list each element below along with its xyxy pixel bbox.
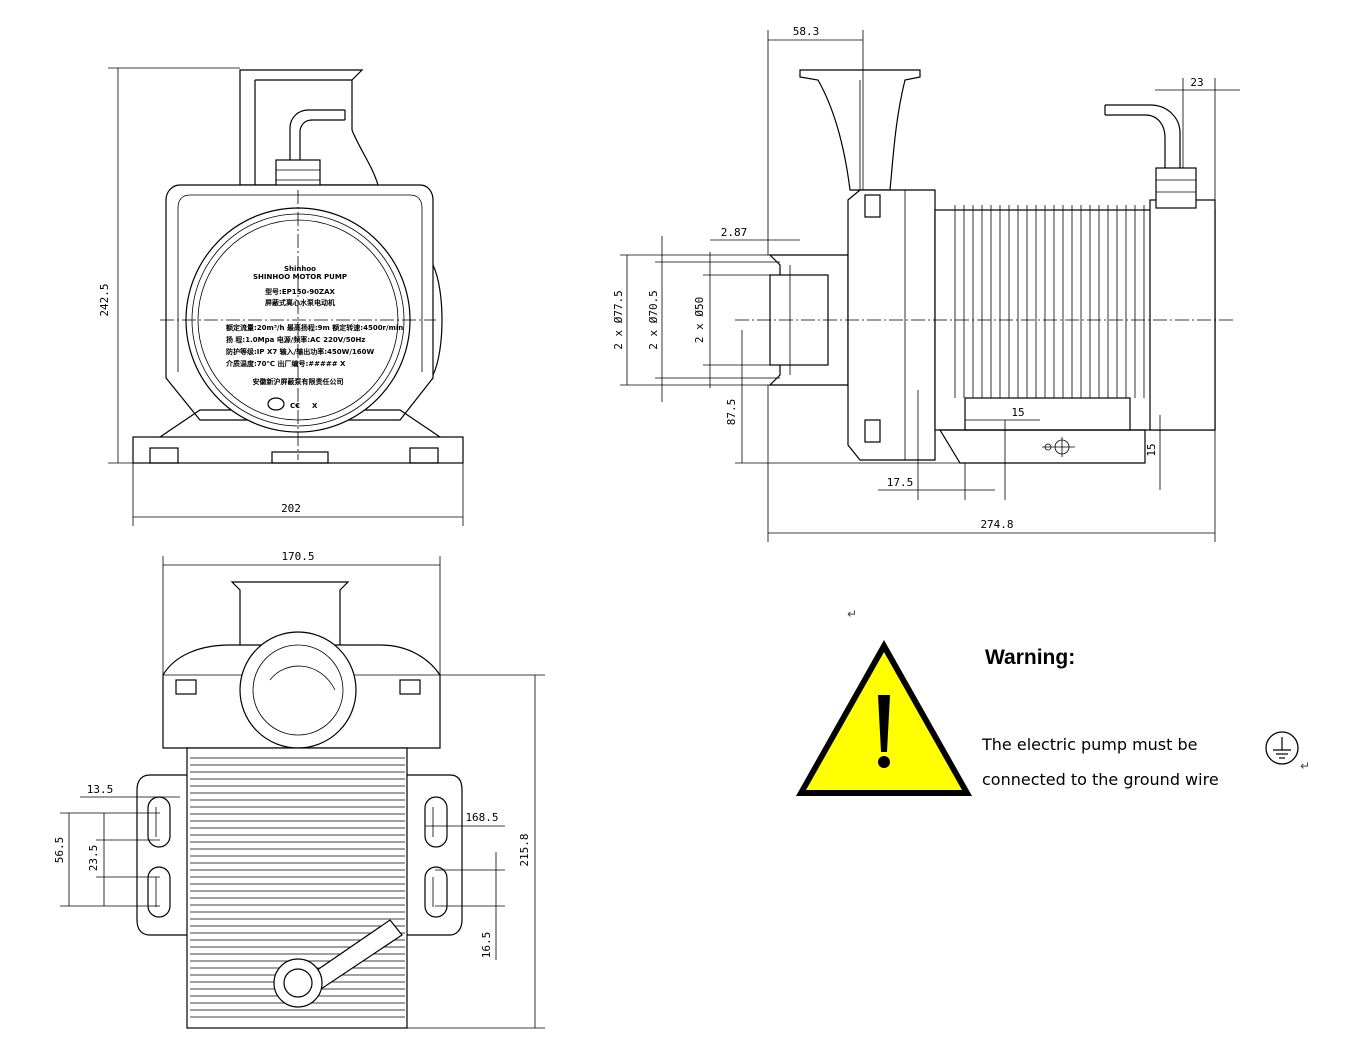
- dim-flange-lip: 2.87: [721, 226, 748, 239]
- dim-foot-gap: 15: [1011, 406, 1024, 419]
- nameplate-maker: 安徽新沪屏蔽泵有限责任公司: [253, 377, 344, 386]
- dim-slot-spacing: 56.5: [53, 837, 66, 864]
- warning-title: Warning:: [985, 646, 1076, 669]
- warning-text: The electric pump must be connected to t…: [982, 727, 1262, 797]
- nameplate-model: 型号:EP150-90ZAX: [265, 287, 335, 296]
- svg-text:↵: ↵: [1300, 759, 1310, 773]
- dim-height: 215.8: [518, 833, 531, 866]
- dim-right-offset: 23: [1190, 76, 1203, 89]
- ground-terminal-icon: [1042, 437, 1075, 457]
- dim-height: 242.5: [98, 283, 111, 316]
- dim-bottom-slot: 16.5: [480, 932, 493, 959]
- dim-axis-height: 87.5: [725, 399, 738, 426]
- dim-d1: 2 x Ø77.5: [612, 290, 625, 350]
- dim-foot-height: 15: [1145, 443, 1158, 456]
- dim-d2: 2 x Ø70.5: [647, 290, 660, 350]
- svg-text:C€: C€: [290, 402, 300, 410]
- dim-slot-length: 23.5: [87, 845, 100, 872]
- dim-foot-offset: 17.5: [887, 476, 914, 489]
- brand-logo: Shinhoo: [284, 265, 316, 273]
- ground-symbol-icon: [1265, 731, 1299, 765]
- dim-width: 170.5: [281, 550, 314, 563]
- bottom-view: 170.5 215.8 13.5 168.5 56.5 23.5 16.5: [53, 550, 545, 1029]
- svg-text:↵: ↵: [847, 607, 857, 621]
- nameplate-row: 防护等级:IP X7 输入/输出功率:450W/160W: [226, 347, 375, 356]
- dim-left-slot: 13.5: [87, 783, 114, 796]
- nameplate-row: 扬 程:1.0Mpa 电源/频率:AC 220V/50Hz: [226, 335, 365, 344]
- nameplate-type: 屏蔽式离心水泵电动机: [264, 298, 335, 307]
- nameplate-row: 介质温度:70℃ 出厂编号:##### X: [225, 359, 346, 368]
- side-view: 58.3 23 2.87 2 x Ø77.5 2 x Ø70.5 2 x Ø50…: [612, 25, 1240, 542]
- certification-marks-icon: C€ X: [267, 397, 318, 411]
- nameplate-row: 额定流量:20m³/h 最高扬程:9m 额定转速:4500r/min: [225, 323, 403, 332]
- dim-d3: 2 x Ø50: [693, 297, 706, 343]
- dim-total-length: 274.8: [980, 518, 1013, 531]
- svg-text:X: X: [312, 402, 318, 410]
- dim-right-slot: 168.5: [465, 811, 498, 824]
- dim-top-offset: 58.3: [793, 25, 820, 38]
- dim-base-width: 202: [281, 502, 301, 515]
- warning-triangle-icon: [796, 640, 972, 796]
- cooling-fins: [954, 205, 1145, 398]
- brand-subtitle: SHINHOO MOTOR PUMP: [253, 273, 347, 281]
- warning-line-1: The electric pump must be: [982, 735, 1198, 754]
- front-view: Shinhoo SHINHOO MOTOR PUMP 型号:EP150-90ZA…: [98, 67, 464, 526]
- warning-line-2: connected to the ground wire: [982, 770, 1219, 789]
